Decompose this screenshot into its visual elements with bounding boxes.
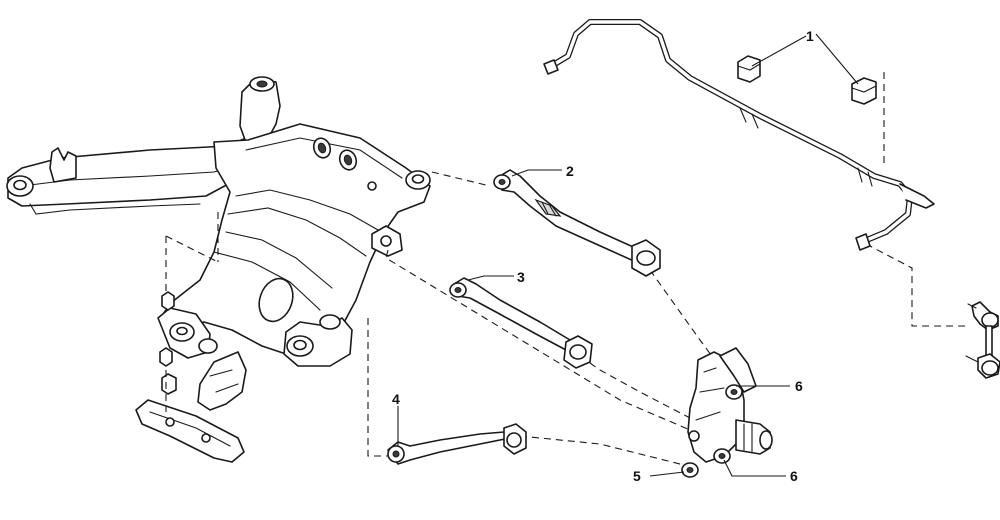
callout-6-rear: 6 [790,468,798,484]
stabilizer-bushing [737,55,877,105]
rear-subframe [6,76,431,367]
mount-bolts-and-plate [135,291,247,463]
lower-link [449,277,593,369]
callout-leaders [397,33,859,477]
upper-link [493,169,661,277]
stabilizer-link [965,301,1000,379]
callout-2: 2 [566,163,574,179]
callout-5: 5 [633,468,641,484]
toe-link [387,423,527,465]
callout-3: 3 [517,269,525,285]
rear-knuckle [681,347,773,478]
callout-4: 4 [392,391,400,407]
callout-1: 1 [806,28,814,44]
stabilizer-bar [543,19,935,251]
callout-6-upper: 6 [795,378,803,394]
